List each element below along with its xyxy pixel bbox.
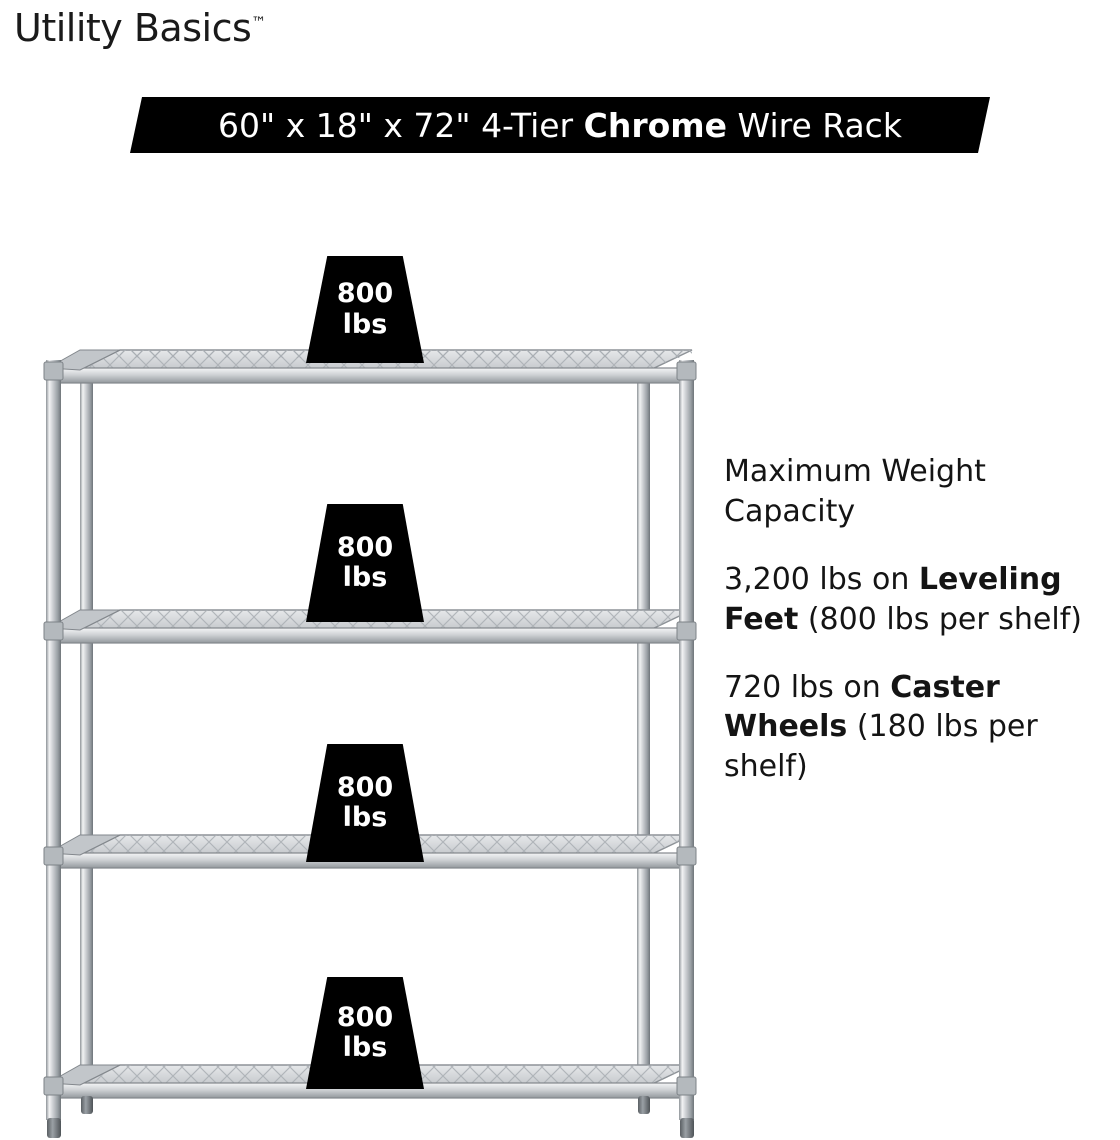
- title-prefix: 60" x 18" x 72" 4-Tier: [218, 105, 584, 145]
- product-title-banner: 60" x 18" x 72" 4-Tier Chrome Wire Rack: [130, 97, 990, 153]
- capacity-callout: Maximum Weight Capacity 3,200 lbs on Lev…: [724, 452, 1120, 787]
- caster-wheels-label: Caster Wheels: [724, 669, 1000, 745]
- shelf-capacity-tag-2: 800 lbs: [306, 504, 424, 622]
- leveling-foot-front-right: [680, 1118, 694, 1138]
- shelf-capacity-unit-1: lbs: [342, 308, 388, 340]
- title-emphasis: Chrome: [583, 105, 728, 145]
- leveling-foot-rear-left: [81, 1096, 93, 1114]
- shelf-capacity-value-4: 800: [336, 1001, 394, 1033]
- rear-right-post: [637, 358, 650, 1098]
- brand-name: Utility Basics: [14, 6, 252, 50]
- leveling-feet-tail: (800 lbs per shelf): [798, 601, 1082, 637]
- shelf-capacity-unit-4: lbs: [342, 1032, 388, 1063]
- product-title-text: 60" x 18" x 72" 4-Tier Chrome Wire Rack: [218, 106, 902, 145]
- caster-wheels-tail: (180 lbs per shelf): [724, 709, 1038, 785]
- shelf-capacity-tag-4: 800 lbs: [306, 977, 424, 1089]
- shelf-capacity-unit-2: lbs: [342, 562, 388, 593]
- trademark-symbol: ™: [251, 13, 267, 32]
- title-suffix: Wire Rack: [727, 105, 902, 145]
- leveling-feet-lead: 3,200 lbs on: [724, 561, 919, 597]
- shelf-capacity-value-1: 800: [336, 278, 394, 310]
- shelf-1-front-rail: [47, 367, 693, 384]
- caster-wheels-capacity: 720 lbs on Caster Wheels (180 lbs per sh…: [724, 668, 1120, 788]
- capacity-heading: Maximum Weight Capacity: [724, 454, 986, 529]
- shelf-2-front-rail: [47, 627, 693, 644]
- brand-logo: Utility Basics™: [14, 6, 266, 50]
- product-illustration: [20, 230, 710, 1140]
- front-left-post: [46, 360, 61, 1120]
- shelf-capacity-tag-1: 800 lbs: [306, 256, 424, 363]
- shelf-capacity-unit-3: lbs: [342, 802, 388, 833]
- leveling-foot-rear-right: [638, 1096, 650, 1114]
- front-right-post: [679, 360, 694, 1120]
- caster-wheels-lead: 720 lbs on: [724, 669, 891, 705]
- leveling-feet-label: Leveling Feet: [724, 561, 1062, 637]
- rear-left-post: [80, 358, 93, 1098]
- leveling-feet-capacity: 3,200 lbs on Leveling Feet (800 lbs per …: [724, 560, 1120, 640]
- wire-rack-graphic: [43, 349, 697, 1138]
- leveling-foot-front-left: [47, 1118, 61, 1138]
- shelf-capacity-value-3: 800: [336, 771, 394, 803]
- shelf-capacity-tag-3: 800 lbs: [306, 744, 424, 862]
- shelf-capacity-value-2: 800: [336, 531, 394, 563]
